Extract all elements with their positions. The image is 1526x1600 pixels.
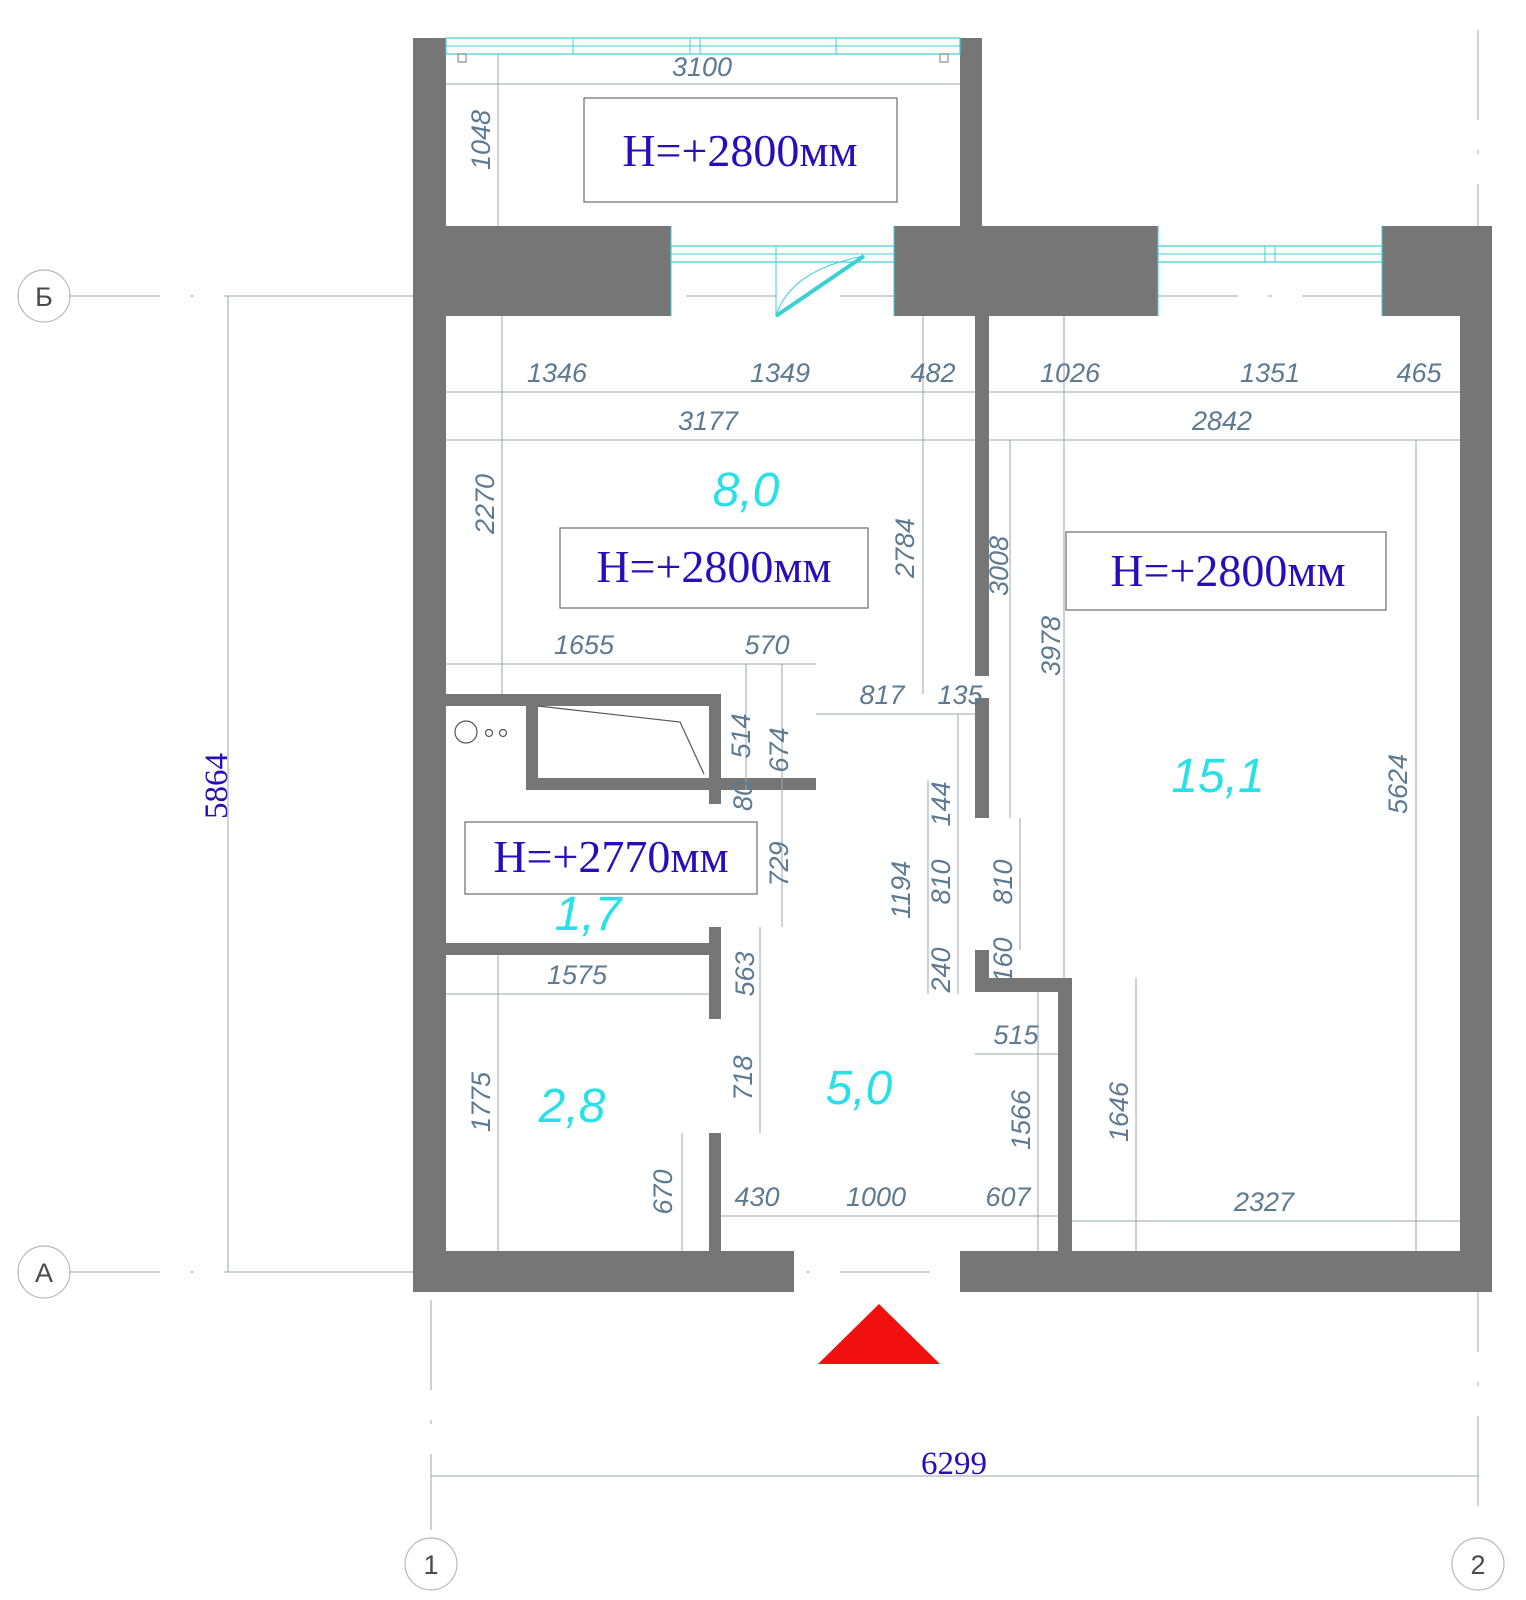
dim-515: 515 (993, 1020, 1039, 1050)
area-toilet: 2,8 (538, 1080, 606, 1133)
dim-living-w2: 1351 (1240, 358, 1300, 388)
height-tag-living: H=+2800мм (1065, 531, 1387, 611)
overall-width-label: 6299 (921, 1446, 987, 1482)
height-tag-kitchen: H=+2800мм (559, 527, 869, 609)
dim-kitchen-total: 3177 (678, 406, 739, 436)
walls (413, 38, 1492, 1292)
dim-810-door: 810 (988, 859, 1018, 904)
dim-607: 607 (985, 1182, 1031, 1212)
dim-living-total: 2842 (1191, 406, 1252, 436)
height-tag-balcony: H=+2800мм (583, 97, 898, 203)
dim-1000: 1000 (846, 1182, 906, 1212)
dim-718: 718 (728, 1055, 758, 1100)
dim-kitchen-w2: 1349 (750, 358, 810, 388)
sink (454, 720, 508, 744)
dimension-labels: 3100 1048 1346 1349 482 3177 2270 2784 1… (466, 52, 1443, 1217)
dim-430: 430 (734, 1182, 779, 1212)
dim-729: 729 (764, 841, 794, 886)
dim-toilet-depth: 1775 (466, 1071, 496, 1132)
dim-kitchen-depth: 2270 (470, 474, 500, 535)
dim-toilet-width: 1575 (547, 960, 608, 990)
dim-144: 144 (926, 781, 956, 826)
dim-563: 563 (730, 951, 760, 996)
axis-label-a: А (35, 1258, 53, 1288)
dim-balcony-width: 3100 (672, 52, 732, 82)
dim-160: 160 (988, 937, 1018, 982)
dim-670: 670 (648, 1169, 678, 1214)
dim-living-right: 5624 (1383, 754, 1413, 814)
axis-marker-a: А (17, 1245, 71, 1299)
dim-1194: 1194 (886, 861, 916, 919)
overall-height-label: 5864 (199, 753, 235, 819)
bathtub (537, 705, 705, 775)
dim-80: 80 (728, 781, 758, 811)
dim-balcony-depth: 1048 (466, 110, 496, 170)
area-hall: 5,0 (826, 1062, 893, 1115)
height-label-balcony: H=+2800мм (622, 125, 857, 176)
axis-label-1: 1 (423, 1550, 438, 1580)
axis-marker-b: Б (17, 269, 71, 323)
dim-1566: 1566 (1006, 1089, 1036, 1150)
overall-width-dimension: 6299 (431, 1446, 1478, 1482)
dim-kitchen-w1: 1346 (527, 358, 588, 388)
dim-135: 135 (937, 680, 983, 710)
overall-height-dimension: 5864 (199, 295, 380, 1273)
area-living: 15,1 (1171, 750, 1264, 803)
axis-marker-2: 2 (1451, 1537, 1505, 1591)
height-label-bathroom: H=+2770мм (493, 831, 728, 882)
dim-living-left1: 3008 (984, 536, 1014, 596)
dim-living-w3: 465 (1396, 358, 1442, 388)
dim-817: 817 (859, 680, 905, 710)
dimension-lines (446, 54, 1460, 1251)
room-areas: 8,0 15,1 1,7 2,8 5,0 (538, 464, 1265, 1133)
dim-bath-top2: 570 (744, 630, 789, 660)
height-label-living: H=+2800мм (1110, 545, 1345, 596)
dim-674: 674 (764, 727, 794, 772)
dim-living-w1: 1026 (1040, 358, 1101, 388)
area-bathroom: 1,7 (555, 888, 624, 941)
height-label-kitchen: H=+2800мм (596, 541, 831, 592)
dim-living-left2: 3978 (1036, 616, 1066, 676)
balcony-window (445, 37, 961, 63)
dim-kitchen-right: 2784 (890, 518, 920, 579)
kitchen-window (670, 226, 895, 318)
dim-2327: 2327 (1233, 1187, 1295, 1217)
dim-810-hall: 810 (926, 859, 956, 904)
dim-240: 240 (926, 947, 956, 993)
axis-label-2: 2 (1470, 1550, 1485, 1580)
axis-label-b: Б (35, 282, 53, 312)
height-tag-bathroom: H=+2770мм (464, 821, 758, 895)
entry-arrow-icon (818, 1304, 940, 1364)
axis-marker-1: 1 (404, 1537, 458, 1591)
dim-1646: 1646 (1104, 1081, 1134, 1142)
dim-kitchen-w3: 482 (910, 358, 955, 388)
dim-514: 514 (726, 713, 756, 758)
living-window (1157, 226, 1383, 316)
dim-bath-top1: 1655 (554, 630, 615, 660)
area-kitchen: 8,0 (713, 464, 780, 517)
